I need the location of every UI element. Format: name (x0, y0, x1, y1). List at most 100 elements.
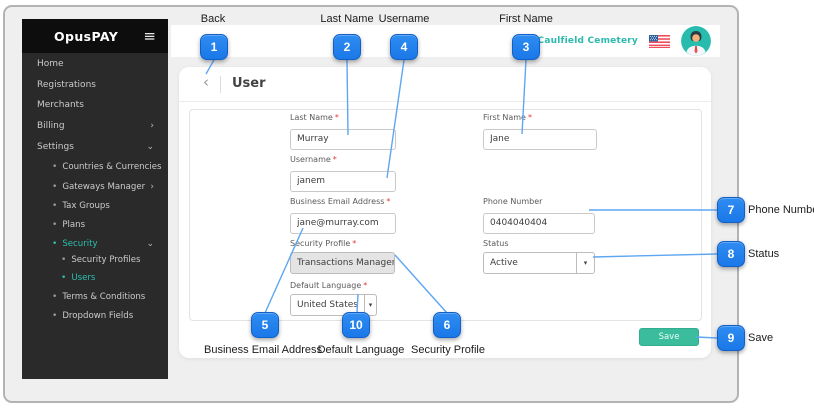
bullet-icon: • (52, 311, 58, 321)
callout-label-default-language: Default Language (317, 344, 405, 356)
sidebar-item-registrations[interactable]: Registrations (22, 78, 168, 92)
first-name-input[interactable] (483, 128, 597, 150)
last-name-input[interactable] (290, 128, 396, 150)
callout-badge-8: 8 (717, 241, 745, 267)
callout-badge-2: 2 (333, 34, 361, 60)
callout-badge-9: 9 (717, 325, 745, 351)
header-divider (220, 76, 221, 93)
required-mark: * (363, 281, 368, 290)
sidebar-item-plans[interactable]: • Plans (22, 218, 168, 232)
dropdown-arrow-icon[interactable]: ▾ (363, 295, 376, 315)
sidebar-item-gateways-manager[interactable]: • Gateways Manager › (22, 180, 168, 194)
sidebar-item-label: Terms & Conditions (62, 292, 146, 302)
sidebar-item-home[interactable]: Home (22, 57, 168, 71)
chevron-right-icon: › (150, 182, 154, 192)
callout-label-security-profile: Security Profile (411, 344, 485, 356)
callout-label-username: Username (378, 13, 430, 25)
status-select[interactable]: Active ▾ (483, 252, 595, 274)
chevron-down-icon: ⌄ (146, 239, 154, 249)
page-title: User (232, 76, 266, 91)
merchant-name[interactable]: Caulfield Cemetery (537, 36, 638, 46)
sidebar-item-label: Home (37, 59, 64, 69)
callout-badge-3: 3 (512, 34, 540, 60)
sidebar-item-settings[interactable]: Settings ⌄ (22, 140, 168, 154)
callout-label-status: Status (748, 248, 780, 260)
security-profile-select[interactable]: Transactions Manager ▾ (290, 252, 395, 274)
bullet-icon: • (52, 220, 58, 230)
save-button[interactable]: Save (639, 328, 699, 346)
last-name-field: Last Name* (290, 113, 396, 150)
sidebar-item-label: Merchants (37, 100, 84, 110)
sidebar-item-dropdown-fields[interactable]: •Dropdown Fields (22, 309, 168, 323)
callout-label-last-name: Last Name (320, 13, 374, 25)
sidebar-item-label: Countries & Currencies (62, 162, 162, 172)
brand-logo: OpusPAY (54, 28, 119, 44)
required-mark: * (527, 113, 532, 122)
form-panel (189, 109, 702, 321)
bullet-icon: • (52, 162, 58, 172)
hamburger-menu-icon[interactable]: ≡ (143, 26, 156, 45)
sidebar-item-merchants[interactable]: Merchants (22, 98, 168, 112)
status-label: Status (483, 239, 509, 248)
status-value: Active (490, 258, 518, 268)
sidebar-item-label: Settings (37, 142, 74, 152)
callout-badge-6: 6 (433, 312, 461, 338)
phone-number-label: Phone Number (483, 197, 543, 206)
business-email-input[interactable] (290, 212, 396, 234)
sidebar-item-users[interactable]: • Users (22, 271, 168, 285)
callout-label-back: Back (200, 13, 226, 25)
sidebar-item-countries-currencies[interactable]: • Countries & Currencies (22, 160, 168, 174)
required-mark: * (332, 155, 337, 164)
sidebar-item-label: Gateways Manager (62, 182, 146, 192)
username-label: Username* (290, 155, 337, 164)
us-flag-icon (649, 34, 670, 48)
callout-badge-10: 10 (342, 312, 370, 338)
callout-badge-7: 7 (717, 197, 745, 223)
status-field: Status Active ▾ (483, 239, 595, 274)
chevron-down-icon: ⌄ (146, 142, 154, 152)
bullet-icon: • (52, 239, 58, 249)
security-profile-label: Security Profile* (290, 239, 357, 248)
sidebar-item-security-profiles[interactable]: •Security Profiles (22, 253, 168, 267)
sidebar-item-label: Security (62, 239, 98, 249)
first-name-field: First Name* (483, 113, 597, 150)
last-name-label: Last Name* (290, 113, 339, 122)
sidebar-item-terms-conditions[interactable]: • Terms & Conditions (22, 290, 168, 304)
bullet-icon: • (61, 273, 67, 283)
callout-badge-1: 1 (200, 34, 228, 60)
callout-label-phone-number: Phone Number (748, 204, 814, 216)
bullet-icon: • (52, 201, 58, 211)
phone-number-field: Phone Number (483, 197, 595, 234)
bullet-icon: • (52, 182, 58, 192)
callout-badge-5: 5 (251, 312, 279, 338)
default-language-label: Default Language* (290, 281, 368, 290)
default-language-field: Default Language* United States ▾ (290, 281, 377, 316)
dropdown-arrow-icon[interactable]: ▾ (576, 253, 594, 273)
security-profile-value: Transactions Manager (297, 258, 395, 268)
required-mark: * (386, 197, 391, 206)
phone-number-input[interactable] (483, 212, 595, 234)
sidebar-item-label: Users (71, 273, 96, 283)
sidebar-item-tax-groups[interactable]: •Tax Groups (22, 199, 168, 213)
default-language-value: United States (297, 300, 358, 310)
username-input[interactable] (290, 170, 396, 192)
user-avatar[interactable] (681, 26, 711, 56)
required-mark: * (352, 239, 357, 248)
bullet-icon: • (61, 255, 67, 265)
sidebar-item-billing[interactable]: Billing› (22, 119, 168, 133)
sidebar-item-label: Registrations (37, 80, 96, 90)
callout-label-first-name: First Name (499, 13, 553, 25)
sidebar-item-label: Plans (62, 220, 86, 230)
topbar: Caulfield Cemetery (171, 25, 720, 57)
callout-badge-4: 4 (390, 34, 418, 60)
header-rule (179, 101, 711, 102)
bullet-icon: • (52, 292, 58, 302)
first-name-label: First Name* (483, 113, 532, 122)
back-button[interactable]: ‹ (203, 73, 209, 91)
sidebar: OpusPAY ≡ Home Registrations Merchants B… (22, 19, 168, 379)
required-mark: * (334, 113, 339, 122)
callout-label-business-email: Business Email Address (204, 344, 322, 356)
sidebar-item-label: Billing (37, 121, 65, 131)
sidebar-item-security[interactable]: • Security ⌄ (22, 237, 168, 251)
app-screenshot: OpusPAY ≡ Home Registrations Merchants B… (3, 5, 739, 403)
